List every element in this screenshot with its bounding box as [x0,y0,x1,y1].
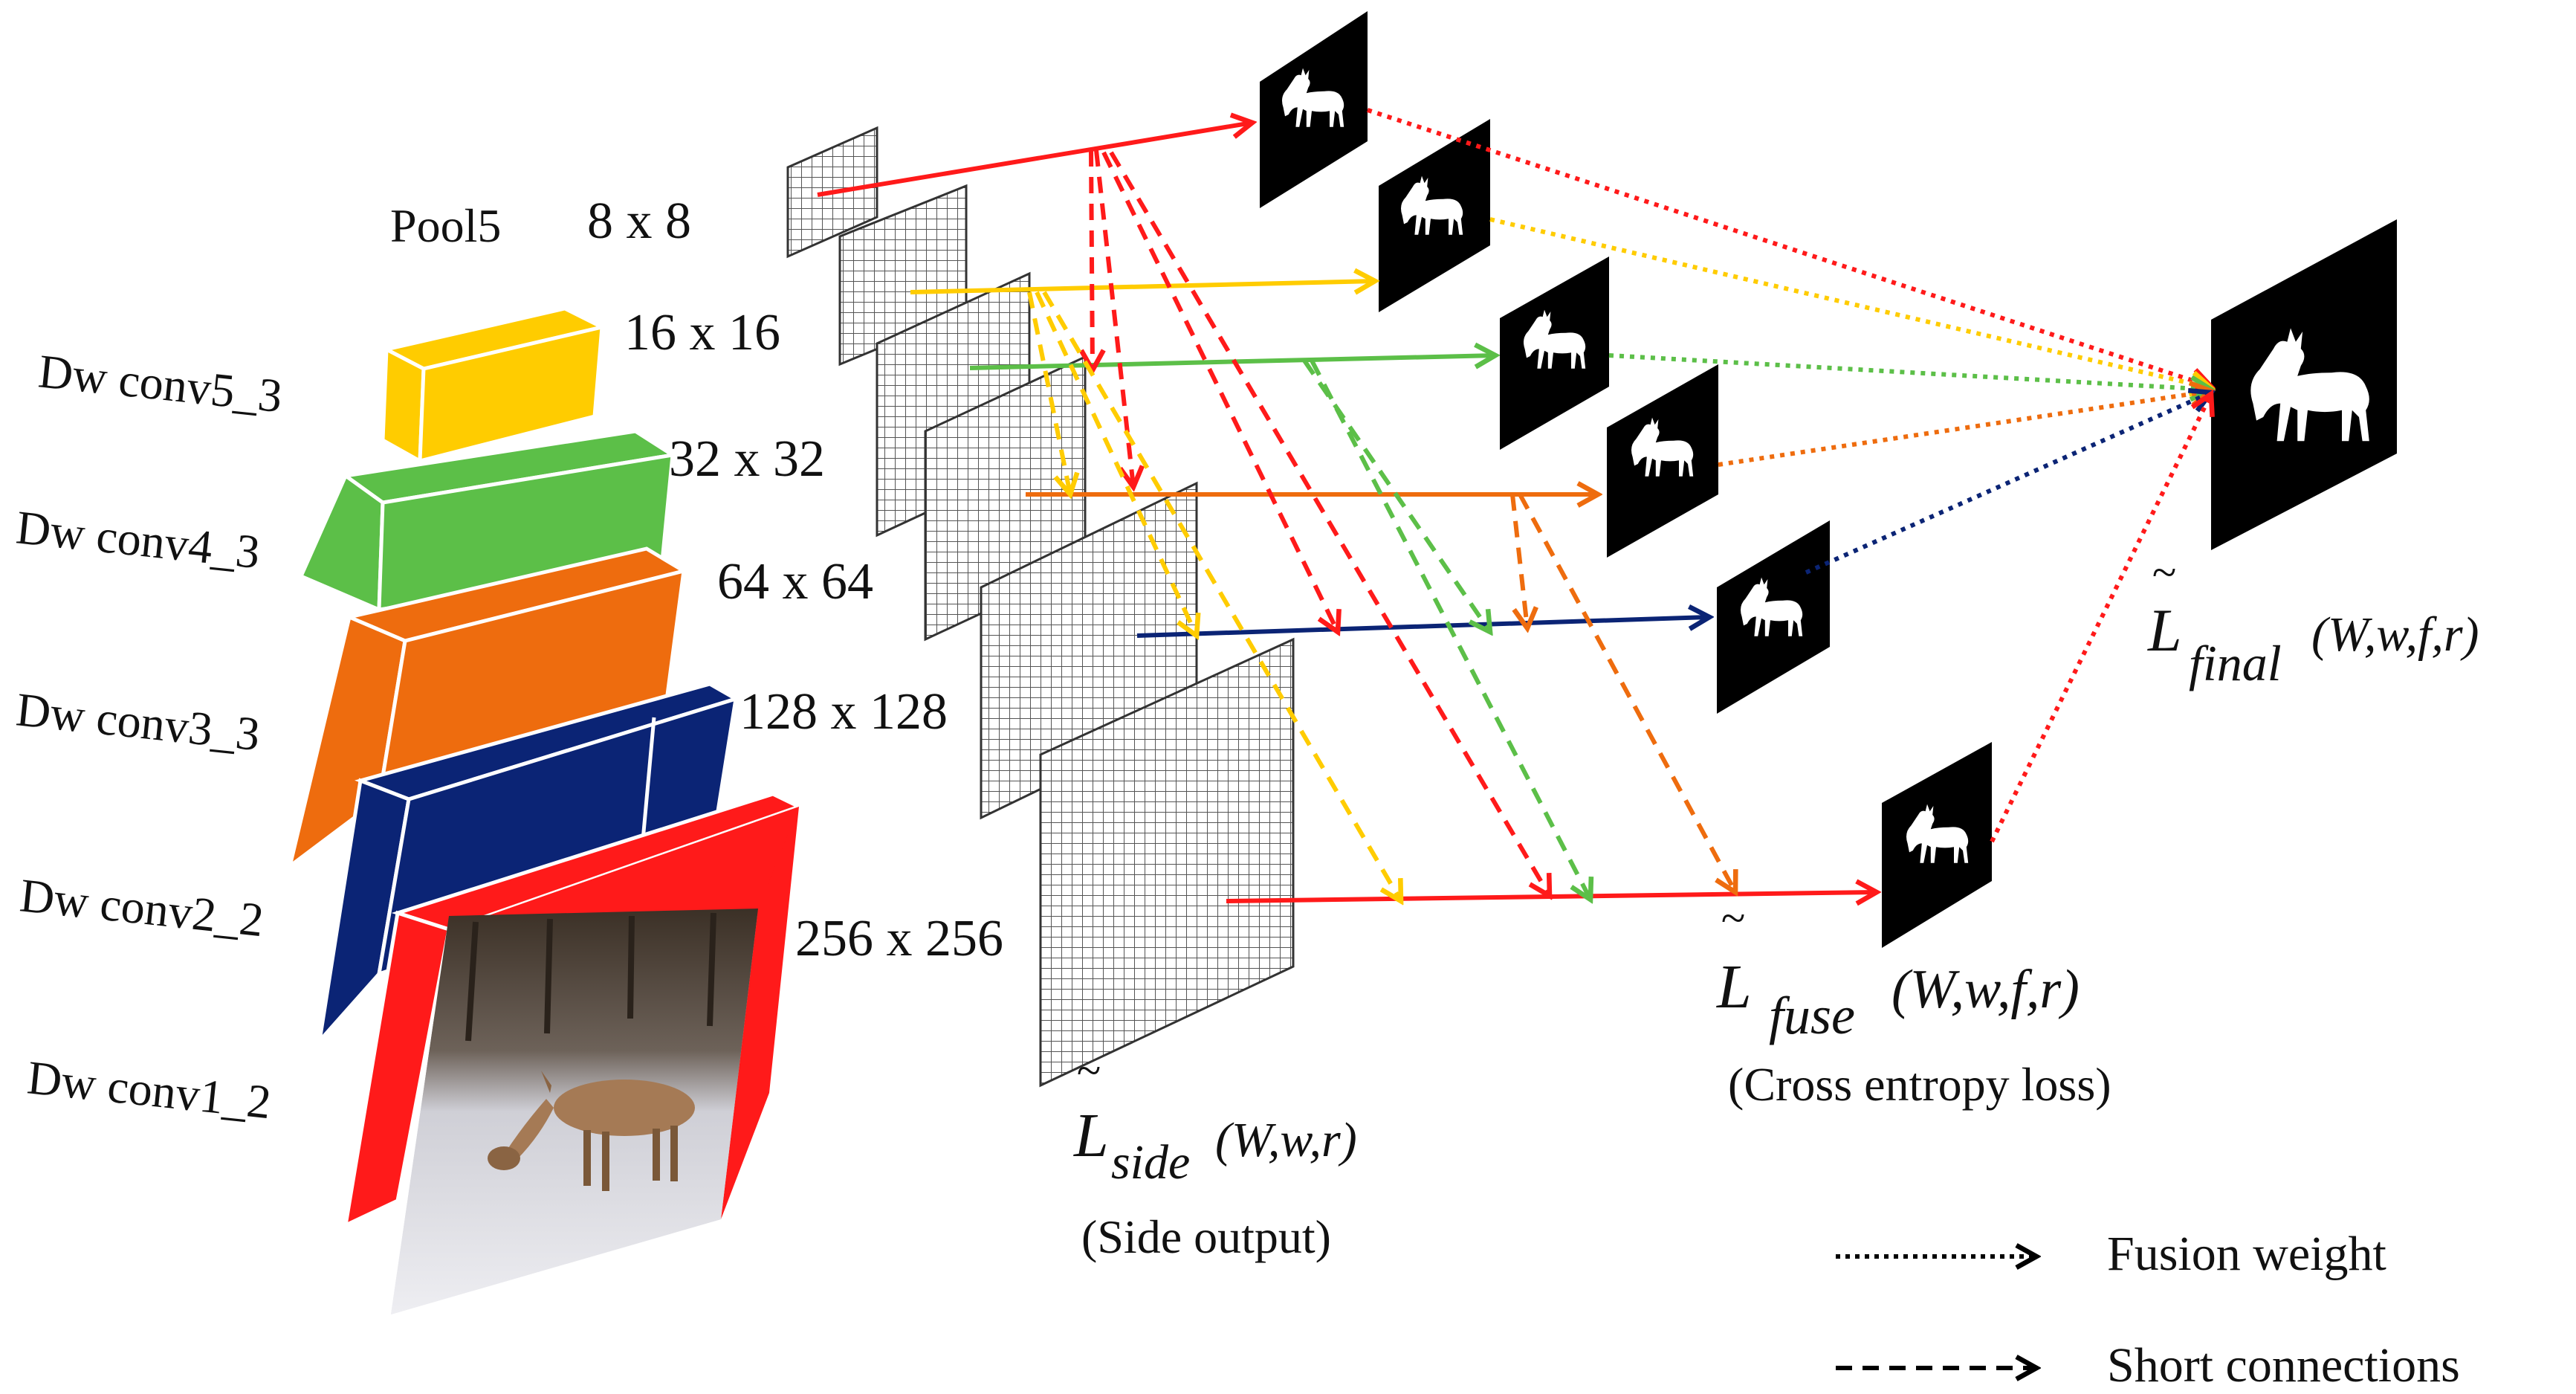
side-caption: (Side output) [1081,1210,1331,1263]
fuse-loss-formula: ~ L fuse (W,w,f,r) (Cross entropy loss) [1716,894,2111,1111]
layer-label-conv1-2: Dw conv1_2 [25,1051,274,1129]
arrow-side-6 [1226,892,1877,901]
fuse-subscript: fuse [1769,986,1855,1045]
block-conv5-3 [381,306,608,465]
size-label-pool5: 8 x 8 [587,193,691,250]
final-subscript: final [2189,635,2282,691]
layer-label-conv4-3: Dw conv4_3 [14,500,262,578]
deer-silhouette-icon [1260,11,1368,208]
legend-short-connections: Short connections [2107,1338,2460,1393]
side-tilde: ~ [1076,1046,1100,1095]
final-args: (W,w,f,r) [2311,607,2479,662]
feature-grids [786,126,1295,1088]
fusion-weights [1367,108,2211,843]
size-label-conv2: 128 x 128 [740,683,948,740]
side-subscript: side [1111,1135,1190,1190]
final-tilde: ~ [2152,548,2175,597]
layer-label-conv5-3: Dw conv5_3 [36,344,285,422]
size-label-conv3: 64 x 64 [717,553,873,610]
legend-fusion-weight: Fusion weight [2107,1227,2386,1281]
side-args: (W,w,r) [1215,1113,1357,1167]
final-loss-formula: ~ L final (W,w,f,r) [2147,548,2479,691]
deer-silhouette-icon [1717,520,1830,714]
side-symbol: L [1073,1101,1109,1170]
block-conv3-3 [286,546,689,871]
deer-silhouette-icon [2211,219,2397,550]
side-output-masks [1260,11,2397,948]
arrow-side-5 [1136,617,1709,638]
deer-photo-icon [488,1071,695,1191]
layer-label-conv3-3: Dw conv3_3 [14,683,262,761]
fuse-symbol: L [1716,952,1752,1022]
block-conv1-2 [343,792,804,1314]
layer-label-pool5: Pool5 [390,199,501,252]
deer-silhouette-icon [1882,742,1992,948]
fuse-tilde: ~ [1721,894,1744,943]
legend: Fusion weight Short connections [1836,1227,2460,1393]
fuse-caption: (Cross entropy loss) [1728,1058,2111,1111]
size-label-conv1: 256 x 256 [795,910,1003,967]
deer-silhouette-icon [1500,256,1609,450]
arrow-side-1 [817,123,1252,197]
side-loss-formula: ~ L side (W,w,r) (Side output) [1073,1046,1357,1263]
size-label-conv5: 16 x 16 [624,304,780,361]
short-connections [1027,149,1735,901]
layer-label-conv2-2: Dw conv2_2 [18,868,266,946]
deer-silhouette-icon [1607,364,1718,558]
deer-silhouette-icon [1379,119,1490,312]
final-symbol: L [2147,596,2182,664]
fuse-args: (W,w,f,r) [1891,959,2080,1020]
arrow-side-2 [910,281,1375,292]
size-label-conv4: 32 x 32 [669,430,825,488]
grid-256x256 [1039,637,1295,1088]
